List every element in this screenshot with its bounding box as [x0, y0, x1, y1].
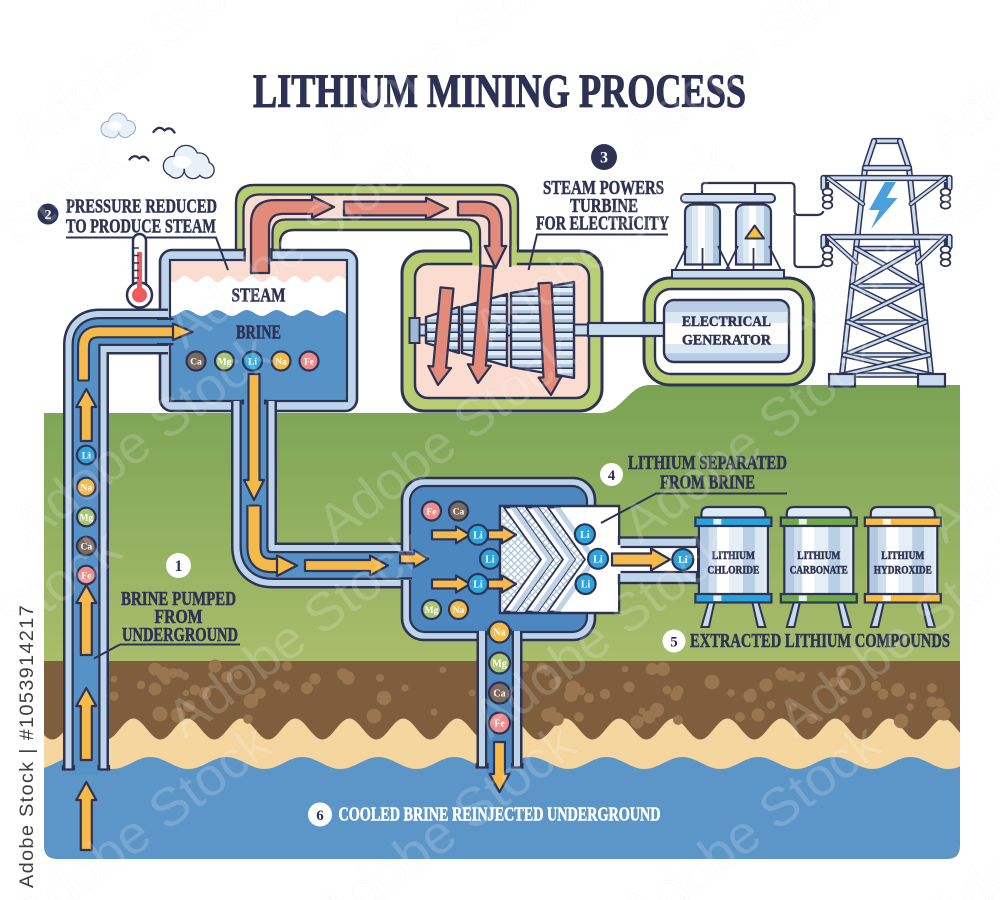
svg-text:Fe: Fe — [426, 507, 436, 517]
svg-text:BRINE PUMPED: BRINE PUMPED — [121, 589, 236, 610]
svg-text:Li: Li — [473, 530, 483, 541]
svg-text:HYDROXIDE: HYDROXIDE — [874, 563, 932, 577]
svg-text:Na: Na — [453, 606, 465, 616]
svg-text:Li: Li — [248, 357, 257, 367]
svg-text:Mg: Mg — [79, 513, 93, 523]
svg-text:LITHIUM: LITHIUM — [881, 548, 924, 562]
svg-text:STEAM: STEAM — [232, 285, 286, 307]
svg-text:Ca: Ca — [493, 689, 505, 700]
svg-text:Li: Li — [485, 554, 495, 565]
svg-text:FOR ELECTRICITY: FOR ELECTRICITY — [536, 213, 669, 235]
svg-text:2: 2 — [45, 208, 52, 223]
svg-text:5: 5 — [670, 634, 678, 650]
svg-text:Fe: Fe — [304, 357, 314, 367]
svg-text:Ca: Ca — [453, 507, 465, 517]
svg-text:FROM: FROM — [155, 607, 203, 628]
svg-text:BRINE: BRINE — [236, 322, 281, 344]
svg-text:LITHIUM SEPARATED: LITHIUM SEPARATED — [628, 453, 787, 474]
svg-text:Na: Na — [275, 357, 287, 367]
svg-text:LITHIUM: LITHIUM — [797, 548, 840, 562]
svg-text:LITHIUM: LITHIUM — [712, 548, 755, 562]
svg-text:Li: Li — [473, 580, 483, 591]
svg-text:Li: Li — [593, 554, 603, 565]
svg-text:Li: Li — [82, 451, 91, 461]
svg-text:ELECTRICAL: ELECTRICAL — [682, 314, 771, 330]
svg-text:Li: Li — [581, 580, 591, 591]
svg-text:3: 3 — [600, 150, 608, 167]
svg-text:6: 6 — [316, 808, 324, 824]
svg-text:Mg: Mg — [218, 357, 232, 367]
svg-text:STEAM POWERS: STEAM POWERS — [543, 177, 664, 199]
svg-text:TO PRODUCE STEAM: TO PRODUCE STEAM — [66, 216, 216, 238]
svg-text:Na: Na — [493, 628, 505, 639]
svg-text:Na: Na — [80, 483, 92, 493]
svg-text:UNDERGROUND: UNDERGROUND — [122, 625, 238, 646]
svg-text:1: 1 — [175, 558, 183, 575]
svg-text:CARBONATE: CARBONATE — [790, 563, 848, 577]
svg-text:Fe: Fe — [494, 719, 505, 730]
svg-text:GENERATOR: GENERATOR — [682, 333, 771, 349]
svg-text:CHLORIDE: CHLORIDE — [707, 563, 759, 577]
svg-text:LITHIUM MINING PROCESS: LITHIUM MINING PROCESS — [253, 65, 746, 118]
svg-text:Fe: Fe — [81, 571, 91, 581]
svg-text:Li: Li — [580, 530, 590, 541]
svg-text:Ca: Ca — [80, 542, 92, 552]
svg-text:EXTRACTED LITHIUM COMPOUNDS: EXTRACTED LITHIUM COMPOUNDS — [690, 630, 950, 652]
svg-text:Mg: Mg — [425, 606, 439, 616]
svg-text:Adobe Stock | #1053914217: Adobe Stock | #1053914217 — [17, 604, 38, 888]
svg-text:PRESSURE REDUCED: PRESSURE REDUCED — [66, 196, 217, 218]
svg-text:4: 4 — [608, 468, 616, 484]
svg-text:FROM BRINE: FROM BRINE — [660, 473, 755, 494]
svg-text:COOLED BRINE REINJECTED UNDERG: COOLED BRINE REINJECTED UNDERGROUND — [339, 805, 661, 826]
svg-text:Ca: Ca — [190, 357, 202, 367]
svg-text:Li: Li — [678, 555, 688, 566]
svg-text:Mg: Mg — [492, 659, 506, 670]
svg-text:TURBINE: TURBINE — [570, 195, 638, 217]
